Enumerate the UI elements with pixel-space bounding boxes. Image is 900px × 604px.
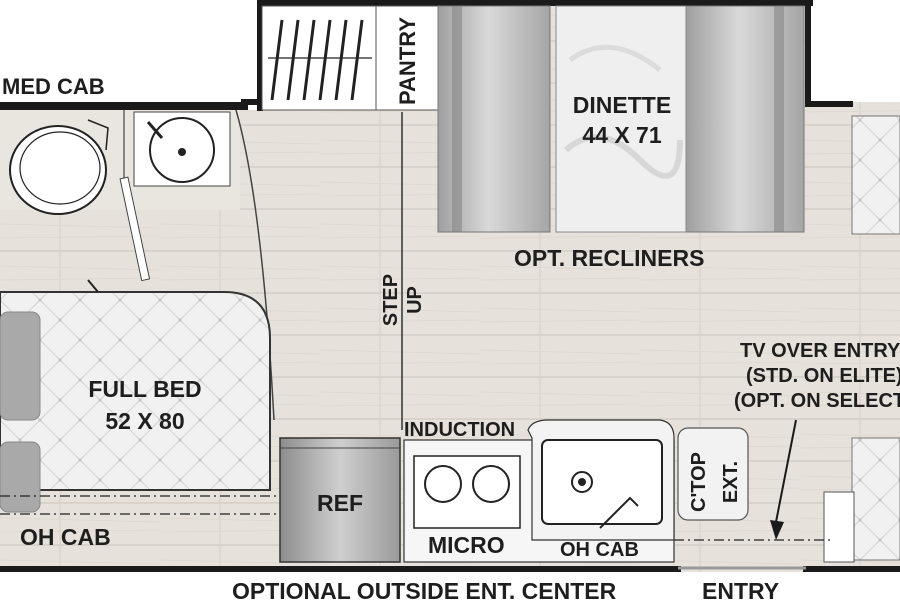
micro-label: MICRO xyxy=(428,532,505,558)
bed-size-label: 52 X 80 xyxy=(105,408,185,434)
outside-ent-center-band xyxy=(232,572,652,600)
refrigerator xyxy=(279,437,401,563)
tv-over-entry-label: TV OVER ENTRY xyxy=(740,340,900,362)
ctop-label: C'TOP xyxy=(688,452,710,512)
pantry xyxy=(261,5,439,111)
induction-label: INDUCTION xyxy=(404,419,516,441)
kitchen-sink xyxy=(541,439,663,525)
burner-right xyxy=(472,465,510,503)
outside-ent-center-label: OPTIONAL OUTSIDE ENT. CENTER xyxy=(232,578,617,604)
pantry-label: PANTRY xyxy=(395,17,420,105)
tv-std-label: (STD. ON ELITE) xyxy=(746,365,900,387)
tv-opt-label: (OPT. ON SELECT) xyxy=(734,390,900,412)
dinette-size-label: 44 X 71 xyxy=(582,122,662,148)
ref-label: REF xyxy=(317,490,363,516)
galley xyxy=(403,419,675,563)
tv-arrow xyxy=(770,419,797,540)
opt-recliners-label: OPT. RECLINERS xyxy=(514,245,705,271)
dinette xyxy=(437,5,805,233)
dinette-label: DINETTE xyxy=(572,92,672,118)
step-label: STEP xyxy=(380,273,402,327)
right-cabinets xyxy=(823,115,900,563)
countertop-extension xyxy=(677,427,749,521)
bed xyxy=(0,279,271,513)
oh-cab-left-label: OH CAB xyxy=(20,524,111,550)
up-label: UP xyxy=(404,286,426,314)
burner-left xyxy=(424,465,462,503)
oh-cab-right-label: OH CAB xyxy=(560,539,639,561)
toilet xyxy=(9,119,109,215)
full-bed-label: FULL BED xyxy=(88,376,202,402)
ext-label: EXT. xyxy=(720,460,742,504)
walls xyxy=(0,0,900,572)
med-cab-label: MED CAB xyxy=(2,74,105,99)
entry-label: ENTRY xyxy=(702,578,780,604)
bathroom-sink xyxy=(133,111,231,187)
